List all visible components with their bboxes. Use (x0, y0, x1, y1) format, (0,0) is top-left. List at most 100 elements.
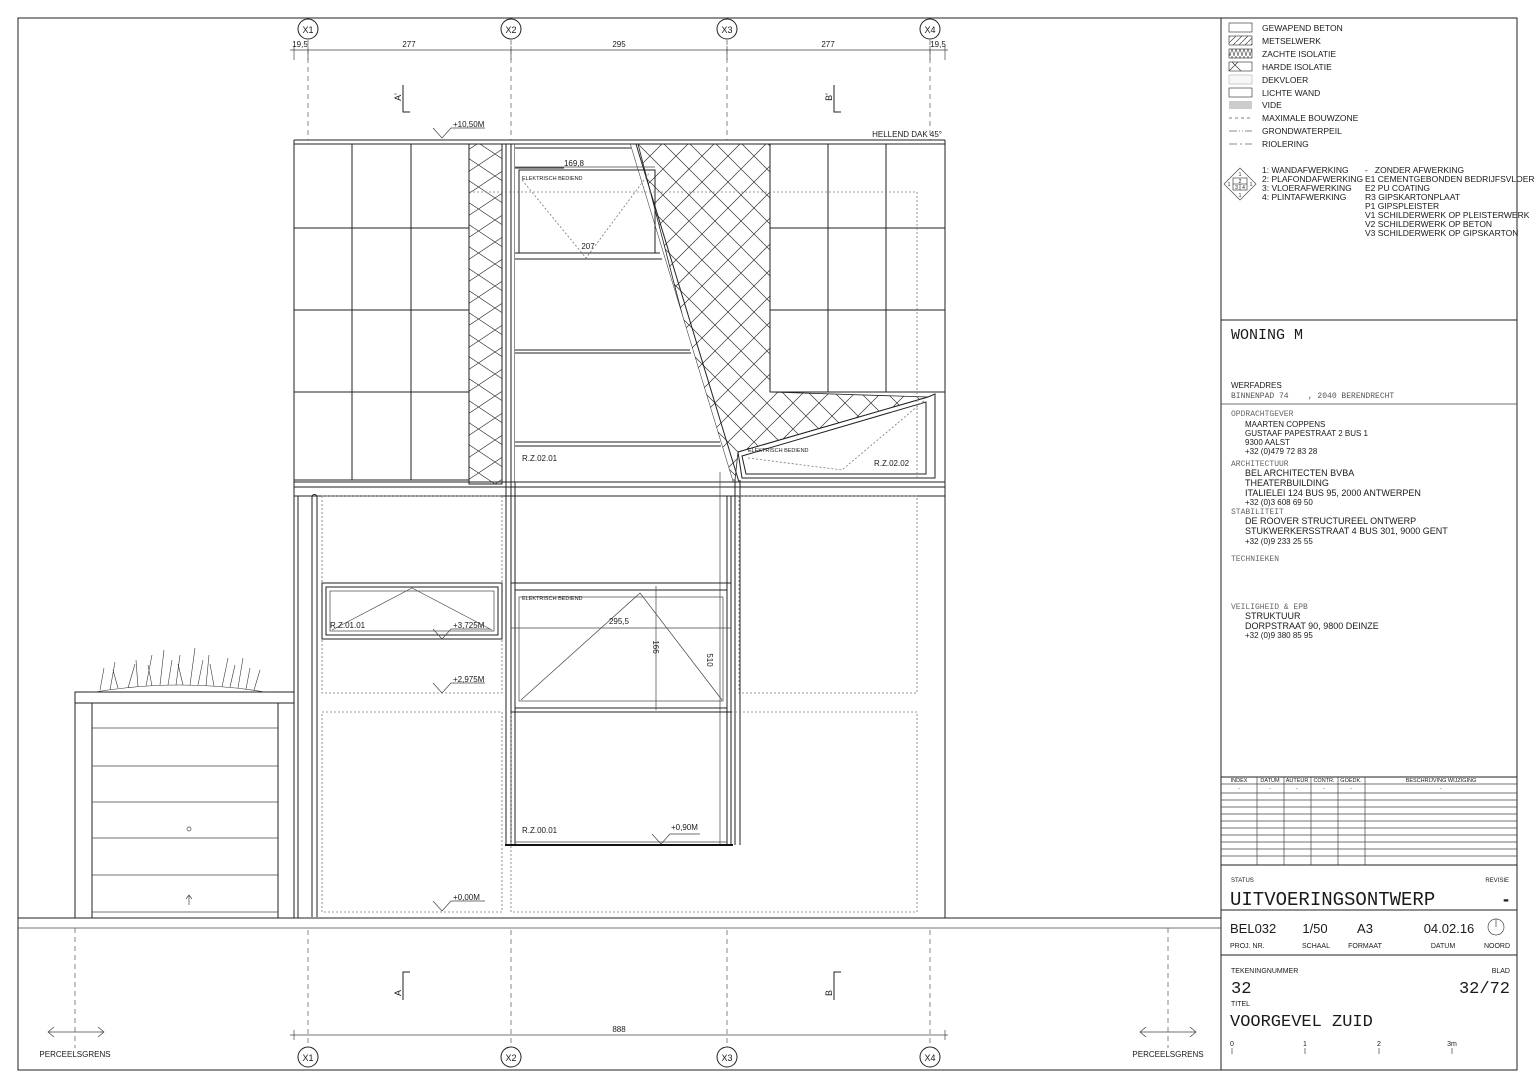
window-rz0101: R.Z.01.01 +3,725M (321, 582, 503, 640)
central-shaft (515, 143, 733, 482)
svg-text:STUKWERKERSSTRAAT 4 BUS 301, 9: STUKWERKERSSTRAAT 4 BUS 301, 9000 GENT (1245, 526, 1448, 536)
cladding-panels-right (769, 143, 946, 393)
revision-table: INDEX DATUM AUTEUR CONTR. GOEDK. BESCHRI… (1221, 776, 1517, 866)
dim-label: 207 (581, 242, 595, 251)
dim-label: 510 (705, 653, 714, 667)
window-rz0001: ELEKTRISCH BEDIEND 295,5 166 510 (510, 582, 732, 713)
drawing-number: 32 (1231, 980, 1251, 999)
svg-text:DEKVLOER: DEKVLOER (1262, 75, 1308, 85)
svg-text:04.02.16: 04.02.16 (1424, 921, 1475, 936)
svg-text:P1 GIPSPLEISTER: P1 GIPSPLEISTER (1365, 201, 1439, 211)
svg-text:WERFADRES: WERFADRES (1231, 381, 1282, 390)
axis-label: X1 (302, 25, 313, 35)
svg-text:TECHNIEKEN: TECHNIEKEN (1231, 555, 1279, 564)
axis-bubble-x1-top: X1 (297, 18, 319, 40)
svg-text:E2 PU COATING: E2 PU COATING (1365, 183, 1430, 193)
svg-text:FORMAAT: FORMAAT (1348, 943, 1382, 950)
svg-text:3: VLOERAFWERKING: 3: VLOERAFWERKING (1262, 183, 1352, 193)
status-value: UITVOERINGSONTWERP (1230, 889, 1435, 911)
svg-text:E1 CEMENTGEBONDEN BEDRIJFSVLOE: E1 CEMENTGEBONDEN BEDRIJFSVLOER (1365, 174, 1535, 184)
svg-text:3m: 3m (1447, 1041, 1457, 1048)
svg-text:DATUM: DATUM (1431, 943, 1456, 950)
level-marker-ground-sill: +0,90M (651, 823, 700, 845)
svg-text:MAARTEN COPPENS: MAARTEN COPPENS (1245, 420, 1325, 429)
section-marker-a-bottom: A (393, 971, 410, 1000)
svg-text:B': B' (824, 93, 834, 101)
svg-text:+0,90M: +0,90M (671, 823, 698, 832)
svg-text:0: 0 (1230, 1041, 1234, 1048)
svg-text:2: 2 (1239, 179, 1242, 185)
contacts: OPDRACHTGEVER MAARTEN COPPENS GUSTAAF PA… (1231, 410, 1448, 640)
project-name: WONING M (1231, 327, 1303, 344)
svg-text:DE ROOVER STRUCTUREEL ONTWERP: DE ROOVER STRUCTUREEL ONTWERP (1245, 516, 1416, 526)
section-marker-a-top: A' (393, 85, 410, 113)
finish-key-diamond-icon: 1 2 3 4 1 1 1 (1223, 167, 1257, 201)
svg-text:GEWAPEND BETON: GEWAPEND BETON (1262, 23, 1343, 33)
green-roof-grass (94, 647, 266, 693)
dim-label: 888 (612, 1025, 626, 1034)
axis-bubble-x3-top: X3 (716, 18, 738, 40)
dim-label: 295 (612, 40, 626, 49)
downpipe (311, 494, 318, 917)
svg-text:LICHTE WAND: LICHTE WAND (1262, 88, 1320, 98)
svg-text:+32 (0)479 72 83 28: +32 (0)479 72 83 28 (1245, 447, 1318, 456)
svg-text:-: - (1350, 786, 1352, 792)
title-block: STATUS REVISIE UITVOERINGSONTWERP - BEL0… (1221, 878, 1517, 1054)
window-tag: R.Z.02.02 (874, 459, 910, 468)
section-marker-b-bottom: B (824, 971, 841, 1000)
svg-text:OPDRACHTGEVER: OPDRACHTGEVER (1231, 410, 1294, 419)
svg-text:TITEL: TITEL (1231, 1001, 1250, 1008)
svg-text:A': A' (393, 93, 403, 101)
svg-text:B: B (824, 990, 834, 996)
svg-text:VIDE: VIDE (1262, 100, 1282, 110)
svg-text:INDEX: INDEX (1231, 778, 1248, 784)
svg-text:4: PLINTAFWERKING: 4: PLINTAFWERKING (1262, 192, 1346, 202)
window-note: ELEKTRISCH BEDIEND (522, 596, 583, 602)
svg-text:BEL ARCHITECTEN BVBA: BEL ARCHITECTEN BVBA (1245, 468, 1354, 478)
svg-text:+2,975M: +2,975M (453, 675, 485, 684)
svg-text:1: 1 (1303, 1041, 1307, 1048)
svg-text:PERCEELSGRENS: PERCEELSGRENS (39, 1050, 110, 1059)
svg-text:1: 1 (1250, 182, 1253, 188)
svg-text:AUTEUR: AUTEUR (1286, 778, 1309, 784)
svg-text:SCHAAL: SCHAAL (1302, 943, 1330, 950)
insulation-column (468, 143, 503, 485)
svg-text:CONTR.: CONTR. (1313, 778, 1335, 784)
svg-text:-: - (1269, 786, 1271, 792)
section-marker-b-top: B' (824, 85, 841, 113)
svg-text:BESCHRIJVING WIJZIGING: BESCHRIJVING WIJZIGING (1406, 778, 1477, 784)
legend: GEWAPEND BETON METSELWERK ZACHTE ISOLATI… (1223, 22, 1535, 238)
window-tag: R.Z.01.01 (330, 621, 366, 630)
project-info: WONING M WERFADRES BINNENPAD 74 , 2040 B… (1231, 327, 1394, 401)
svg-text:BINNENPAD 74 , 2040 BERENDR: BINNENPAD 74 , 2040 BERENDRECHT (1231, 392, 1394, 401)
north-arrow-icon (1487, 918, 1505, 936)
svg-text:RIOLERING: RIOLERING (1262, 139, 1309, 149)
level-marker-roof: +10,50M (432, 120, 485, 139)
svg-text:9300 AALST: 9300 AALST (1245, 438, 1290, 447)
grid-axes: X1 X2 X3 X4 X1 X2 X3 X4 (297, 18, 941, 1068)
svg-text:+0,00M: +0,00M (453, 893, 480, 902)
svg-text:ITALIELEI 124 BUS 95, 2000 ANT: ITALIELEI 124 BUS 95, 2000 ANTWERPEN (1245, 488, 1421, 498)
axis-label: X4 (924, 25, 935, 35)
svg-text:V2 SCHILDERWERK OP BETON: V2 SCHILDERWERK OP BETON (1365, 219, 1492, 229)
svg-text:-: - (1440, 786, 1442, 792)
overall-dimension-line: 888 (290, 1025, 948, 1040)
svg-text:2: PLAFONDAFWERKING: 2: PLAFONDAFWERKING (1262, 174, 1363, 184)
axis-label: X3 (721, 1053, 732, 1063)
svg-text:-: - (1238, 786, 1240, 792)
axis-bubble-x2-top: X2 (500, 18, 522, 40)
roof-note: HELLEND DAK 45° (872, 130, 942, 139)
level-marker-first-floor: +2,975M (432, 675, 485, 694)
svg-text:A3: A3 (1357, 921, 1373, 936)
svg-text:THEATERBUILDING: THEATERBUILDING (1245, 478, 1329, 488)
svg-text:STABILITEIT: STABILITEIT (1231, 508, 1284, 517)
svg-text:TEKENINGNUMMER: TEKENINGNUMMER (1231, 968, 1298, 975)
window-note: ELEKTRISCH BEDIEND (748, 448, 809, 454)
svg-text:GUSTAAF PAPESTRAAT 2 BUS 1: GUSTAAF PAPESTRAAT 2 BUS 1 (1245, 429, 1369, 438)
property-boundary-right: PERCEELSGRENS (1132, 1026, 1204, 1059)
svg-text:VEILIGHEID & EPB: VEILIGHEID & EPB (1231, 603, 1308, 612)
level-marker-first-sill: +3,725M (432, 621, 490, 640)
svg-text:-: - (1296, 786, 1298, 792)
svg-text:STRUKTUUR: STRUKTUUR (1245, 611, 1301, 621)
svg-text:V1 SCHILDERWERK OP PLEISTERWER: V1 SCHILDERWERK OP PLEISTERWERK (1365, 210, 1530, 220)
